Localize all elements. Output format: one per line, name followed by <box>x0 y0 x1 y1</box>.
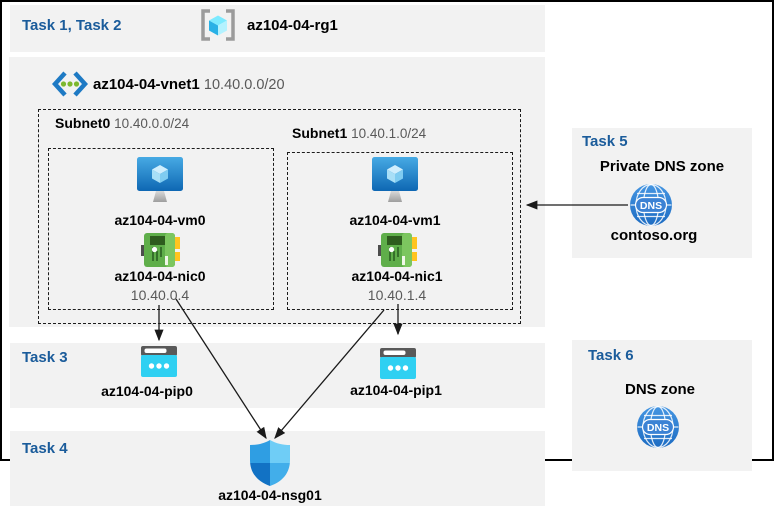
left-edge-strip <box>0 0 2 54</box>
task3-label: Task 3 <box>22 349 68 366</box>
header-task-label: Task 1, Task 2 <box>22 17 122 34</box>
nsg-label: az104-04-nsg01 <box>218 487 322 503</box>
subnet1-box <box>287 152 513 310</box>
pip1-label: az104-04-pip1 <box>350 382 442 398</box>
nic0-ip: 10.40.0.4 <box>130 287 190 303</box>
dns-zone-icon-text: DNS <box>647 422 669 434</box>
task5-title: Private DNS zone <box>599 158 725 175</box>
nic0-label: az104-04-nic0 <box>114 268 206 284</box>
subnet1-name: Subnet1 <box>292 125 348 141</box>
resource-group-icon <box>199 8 237 42</box>
private-dns-zone-name: contoso.org <box>610 227 698 244</box>
pip0-label: az104-04-pip0 <box>101 383 193 399</box>
private-dns-zone-icon: DNS <box>629 183 673 227</box>
task6-label: Task 6 <box>588 347 634 364</box>
nsg-icon <box>250 440 290 486</box>
nic1-icon <box>378 232 417 268</box>
vm1-icon <box>372 157 418 205</box>
subnet0-box <box>48 148 274 310</box>
subnet0-label: Subnet0 10.40.0.0/24 <box>55 115 189 131</box>
header-band <box>10 5 545 52</box>
subnet1-label: Subnet1 10.40.1.0/24 <box>292 125 426 141</box>
resource-group-name: az104-04-rg1 <box>247 17 338 34</box>
nic1-label: az104-04-nic1 <box>351 268 443 284</box>
task6-box <box>572 340 752 471</box>
vnet-cidr: 10.40.0.0/20 <box>203 77 285 93</box>
task6-title: DNS zone <box>624 381 695 398</box>
task4-label: Task 4 <box>22 440 68 457</box>
dns-zone-icon: DNS <box>636 405 680 449</box>
subnet0-cidr: 10.40.0.0/24 <box>114 116 190 131</box>
private-dns-icon-text: DNS <box>640 200 662 212</box>
vm1-label: az104-04-vm1 <box>349 212 441 228</box>
nic0-icon <box>141 232 180 268</box>
vnet-region <box>9 57 545 327</box>
vnet-title: az104-04-vnet1 10.40.0.0/20 <box>93 76 285 93</box>
vm0-label: az104-04-vm0 <box>114 212 206 228</box>
subnet1-cidr: 10.40.1.0/24 <box>351 126 427 141</box>
pip0-icon <box>141 346 177 377</box>
subnet0-name: Subnet0 <box>55 115 111 131</box>
nic1-ip: 10.40.1.4 <box>367 287 427 303</box>
vnet-name: az104-04-vnet1 <box>93 76 200 93</box>
task5-label: Task 5 <box>582 133 628 150</box>
vm0-icon <box>137 157 183 205</box>
vnet-icon <box>52 70 88 98</box>
pip1-icon <box>380 348 416 379</box>
